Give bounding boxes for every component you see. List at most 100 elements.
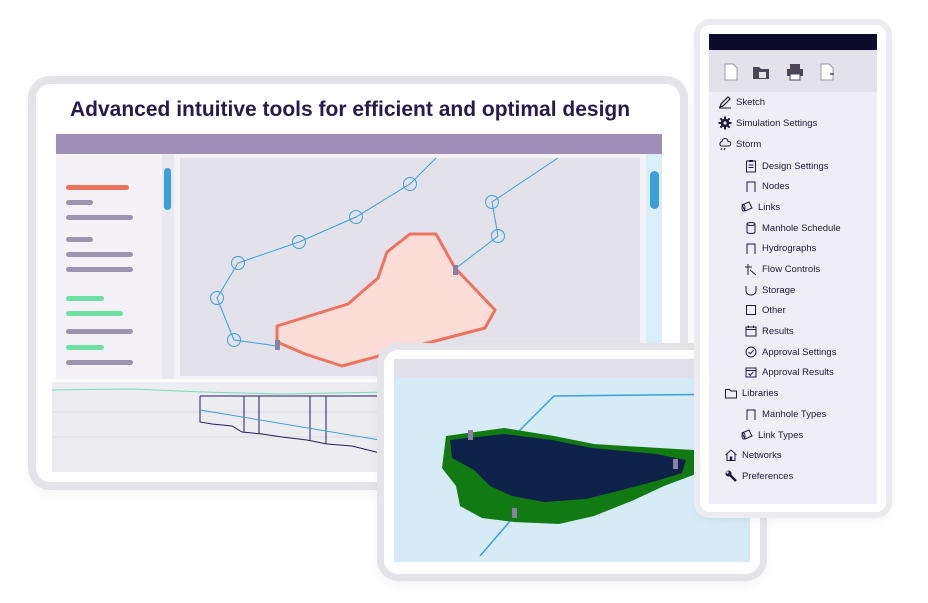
list-item[interactable]	[66, 345, 104, 350]
export-file-icon[interactable]	[817, 62, 837, 82]
list-item[interactable]	[66, 360, 133, 365]
calendar-icon	[745, 325, 757, 337]
tree-item-label: Preferences	[742, 470, 794, 482]
tree-item-link-types[interactable]: Link Types	[740, 426, 803, 444]
square-icon	[746, 305, 756, 315]
tree-item-label: Hydrographs	[762, 242, 817, 254]
outlet-marker[interactable]	[673, 459, 678, 469]
cylinder-icon	[746, 222, 756, 234]
pipe-icon	[741, 201, 753, 212]
list-item[interactable]	[66, 267, 133, 272]
list-item[interactable]	[66, 329, 133, 334]
tree-item-label: Results	[762, 325, 794, 337]
tree-item-design-settings[interactable]: Design Settings	[744, 157, 829, 175]
node-markers	[210, 177, 505, 347]
tree-item-libraries[interactable]: Libraries	[724, 384, 778, 402]
sketch-canvas[interactable]	[180, 157, 640, 376]
navigation-panel: Sketch Simulation Settings Storm Design …	[700, 25, 886, 512]
pipe-icon	[741, 429, 753, 440]
pipe-line[interactable]	[454, 157, 559, 270]
list-item[interactable]	[66, 296, 104, 301]
window-toolbar	[394, 359, 750, 378]
print-icon[interactable]	[785, 62, 805, 82]
pipe-line[interactable]	[513, 393, 751, 437]
tree-item-flow-controls[interactable]: Flow Controls	[744, 260, 820, 278]
list-item[interactable]	[66, 185, 129, 190]
scrollbar-thumb[interactable]	[650, 171, 659, 209]
outlet-marker[interactable]	[275, 340, 280, 350]
wrench-icon	[725, 470, 737, 482]
tree-item-label: Link Types	[758, 429, 804, 441]
folder-icon	[725, 389, 737, 399]
outlet-marker[interactable]	[512, 508, 517, 518]
new-file-icon[interactable]	[721, 62, 741, 82]
tree-item-label: Sketch	[736, 96, 766, 108]
list-item[interactable]	[66, 200, 93, 205]
home-icon	[725, 449, 737, 461]
tree-item-networks[interactable]: Networks	[724, 446, 782, 464]
tree-item-preferences[interactable]: Preferences	[724, 467, 793, 485]
vertical-scrollbar[interactable]	[646, 154, 662, 379]
node-circle[interactable]	[227, 333, 241, 347]
tree-item-approval-settings[interactable]: Approval Settings	[744, 343, 836, 361]
pipe-line[interactable]	[216, 157, 437, 347]
tree-item-label: Manhole Types	[762, 408, 827, 420]
tree-item-storage[interactable]: Storage	[744, 281, 795, 299]
node-circle[interactable]	[403, 177, 417, 191]
tree-item-sketch[interactable]: Sketch	[718, 93, 765, 111]
tree-item-nodes[interactable]: Nodes	[744, 177, 789, 195]
tree-item-manhole-types[interactable]: Manhole Types	[744, 405, 826, 423]
scrollbar-thumb[interactable]	[164, 168, 171, 210]
clipboard-icon	[746, 160, 756, 173]
node-circle[interactable]	[485, 195, 499, 209]
storage-drawing	[442, 393, 751, 557]
catchment-polygon[interactable]	[275, 232, 497, 368]
window-toolbar	[56, 134, 662, 154]
storage-icon	[745, 286, 757, 296]
node-circle[interactable]	[292, 235, 306, 249]
tree-item-results[interactable]: Results	[744, 322, 794, 340]
tree-item-manhole-schedule[interactable]: Manhole Schedule	[744, 219, 841, 237]
tree-item-label: Links	[758, 201, 781, 213]
storage-window	[384, 350, 760, 574]
node-icon	[746, 181, 756, 192]
main-body	[56, 154, 662, 379]
hydraulic-line	[199, 409, 393, 443]
tree-item-approval-results[interactable]: Approval Results	[744, 363, 834, 381]
tree-item-label: Approval Settings	[762, 346, 837, 358]
gear-icon	[718, 116, 732, 130]
node-circle[interactable]	[349, 210, 363, 224]
node-circle[interactable]	[210, 291, 224, 305]
tree-item-label: Simulation Settings	[736, 117, 818, 129]
node-icon	[746, 409, 756, 420]
vertical-scrollbar[interactable]	[162, 154, 174, 379]
tree-item-simulation-settings[interactable]: Simulation Settings	[718, 114, 817, 132]
sketch-drawing	[210, 157, 559, 368]
flow-control-icon	[745, 264, 757, 276]
list-item[interactable]	[66, 237, 93, 242]
tree-item-hydrographs[interactable]: Hydrographs	[744, 239, 816, 257]
tree-item-links[interactable]: Links	[740, 198, 780, 216]
tree-item-storm[interactable]: Storm	[718, 135, 761, 153]
pond-water[interactable]	[450, 434, 686, 502]
node-circle[interactable]	[491, 229, 505, 243]
list-item[interactable]	[66, 311, 123, 316]
list-item[interactable]	[66, 252, 133, 257]
tree-item-label: Manhole Schedule	[762, 222, 841, 234]
pipe-invert-line	[199, 396, 393, 457]
ground-level-line	[51, 388, 393, 395]
node-icon	[746, 243, 756, 254]
tree-item-label: Other	[762, 304, 786, 316]
tree-item-label: Flow Controls	[762, 263, 821, 275]
outlet-marker[interactable]	[453, 265, 458, 275]
outlet-marker[interactable]	[468, 430, 473, 440]
list-item[interactable]	[66, 215, 133, 220]
open-folder-icon[interactable]	[751, 62, 771, 82]
node-circle[interactable]	[231, 256, 245, 270]
storage-canvas[interactable]	[394, 378, 751, 562]
navigation-panel-body	[709, 34, 877, 504]
pencil-icon	[719, 96, 731, 109]
page-title: Advanced intuitive tools for efficient a…	[70, 98, 631, 121]
check-circle-icon	[745, 346, 757, 358]
tree-item-other[interactable]: Other	[744, 301, 786, 319]
